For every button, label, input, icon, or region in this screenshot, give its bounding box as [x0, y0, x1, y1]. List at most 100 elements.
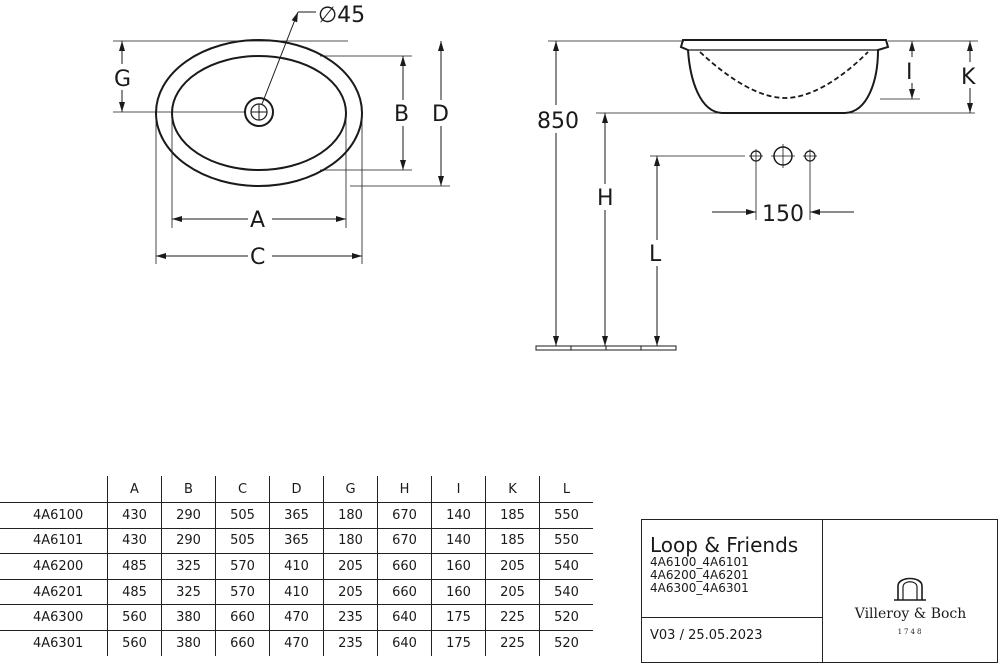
dimension-label-k: K — [961, 65, 976, 90]
table-cell: 485 — [107, 578, 162, 605]
table-cell: 180 — [323, 502, 378, 529]
table-cell: 570 — [215, 553, 270, 580]
tap-hole-left-icon — [749, 149, 763, 163]
table-cell: 660 — [215, 604, 270, 631]
table-cell: 235 — [323, 604, 378, 631]
table-cell: 225 — [485, 604, 540, 631]
height-850-label: 850 — [537, 109, 579, 134]
table-cell-model: 4A6301 — [0, 629, 108, 656]
dimension-label-c: C — [250, 245, 265, 270]
table-cell: 175 — [431, 604, 486, 631]
floor-line — [535, 345, 677, 351]
table-cell: 660 — [377, 553, 432, 580]
table-cell: 205 — [485, 553, 540, 580]
table-cell: 640 — [377, 629, 432, 656]
table-cell: 470 — [269, 629, 324, 656]
table-cell-model: 4A6201 — [0, 578, 108, 605]
dimension-label-a: A — [250, 208, 265, 233]
title-block-info: Loop & Friends 4A6100_4A6101 4A6200_4A62… — [642, 520, 823, 662]
table-header-cell: K — [485, 476, 540, 503]
table-cell: 205 — [485, 578, 540, 605]
table-header-cell: D — [269, 476, 324, 503]
table-header-cell: L — [539, 476, 593, 503]
table-header-cell: I — [431, 476, 486, 503]
table-cell: 140 — [431, 527, 486, 554]
table-cell: 660 — [215, 629, 270, 656]
table-header-cell: G — [323, 476, 378, 503]
table-cell: 540 — [539, 553, 593, 580]
table-cell: 520 — [539, 629, 593, 656]
table-cell: 560 — [107, 604, 162, 631]
table-cell: 430 — [107, 502, 162, 529]
dimension-label-h: H — [597, 186, 614, 211]
table-cell: 660 — [377, 578, 432, 605]
table-cell: 520 — [539, 604, 593, 631]
table-header-cell: B — [161, 476, 216, 503]
title-block-divider — [642, 617, 822, 618]
table-cell: 235 — [323, 629, 378, 656]
dimension-label-l: L — [649, 242, 662, 267]
model-code: 4A6100_4A6101 — [650, 555, 749, 569]
table-cell: 290 — [161, 527, 216, 554]
brand-year: 1748 — [897, 628, 924, 636]
table-cell: 540 — [539, 578, 593, 605]
table-cell: 325 — [161, 553, 216, 580]
table-cell: 410 — [269, 578, 324, 605]
model-code: 4A6300_4A6301 — [650, 581, 749, 595]
table-header-model — [0, 476, 108, 503]
table-cell: 570 — [215, 578, 270, 605]
table-cell: 290 — [161, 502, 216, 529]
table-cell: 380 — [161, 629, 216, 656]
dimension-label-b: B — [394, 102, 409, 127]
table-cell: 550 — [539, 527, 593, 554]
table-cell: 560 — [107, 629, 162, 656]
table-cell: 430 — [107, 527, 162, 554]
table-cell: 365 — [269, 502, 324, 529]
tap-spacing-label: 150 — [762, 202, 804, 227]
brand-name: Villeroy & Boch — [854, 606, 967, 622]
top-view: ∅45 G B D A C — [110, 3, 454, 270]
side-view: 850 H L 150 — [535, 39, 983, 351]
basin-profile — [679, 39, 890, 114]
model-code: 4A6200_4A6201 — [650, 568, 749, 582]
table-cell: 380 — [161, 604, 216, 631]
table-cell: 505 — [215, 527, 270, 554]
table-cell: 225 — [485, 629, 540, 656]
table-cell-model: 4A6200 — [0, 553, 108, 580]
table-cell: 160 — [431, 578, 486, 605]
tap-hole-right-icon — [803, 149, 817, 163]
table-cell: 365 — [269, 527, 324, 554]
title-block: Loop & Friends 4A6100_4A6101 4A6200_4A62… — [641, 519, 998, 663]
table-header-cell: H — [377, 476, 432, 503]
drain-icon — [244, 97, 274, 127]
dimension-label-d: D — [432, 102, 449, 127]
table-cell: 185 — [485, 502, 540, 529]
table-cell: 140 — [431, 502, 486, 529]
table-cell: 550 — [539, 502, 593, 529]
version-date: V03 / 25.05.2023 — [650, 628, 763, 643]
table-cell-model: 4A6100 — [0, 502, 108, 529]
table-cell-model: 4A6101 — [0, 527, 108, 554]
table-cell-model: 4A6300 — [0, 604, 108, 631]
dimension-label-g: G — [114, 67, 131, 92]
table-header-cell: C — [215, 476, 270, 503]
table-cell: 325 — [161, 578, 216, 605]
dimension-label-i: I — [906, 60, 913, 85]
drain-diameter-label: ∅45 — [318, 3, 365, 28]
bowl-inner-dashed — [699, 51, 869, 99]
table-cell: 640 — [377, 604, 432, 631]
table-cell: 505 — [215, 502, 270, 529]
table-header-cell: A — [107, 476, 162, 503]
table-cell: 670 — [377, 527, 432, 554]
table-cell: 180 — [323, 527, 378, 554]
table-cell: 410 — [269, 553, 324, 580]
drain-leader-line — [261, 11, 299, 105]
table-cell: 670 — [377, 502, 432, 529]
brand-area: Villeroy & Boch 1748 — [823, 520, 998, 662]
tap-hole-center-icon — [771, 144, 795, 168]
